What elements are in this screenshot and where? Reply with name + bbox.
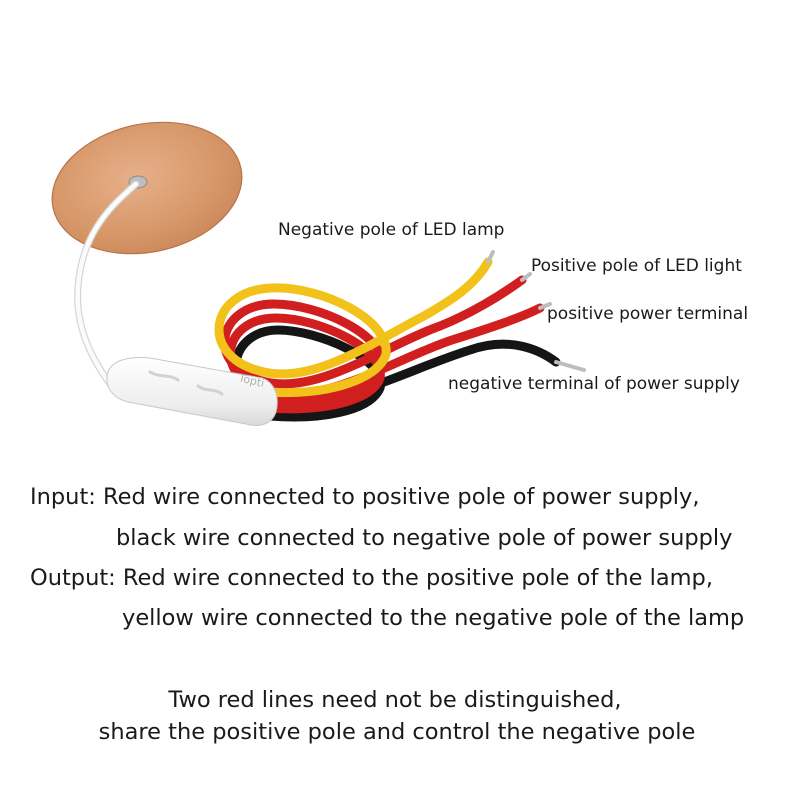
yellow-wire [214, 257, 493, 398]
note-line-2: share the positive pole and control the … [98, 719, 696, 745]
label-negative-power-terminal: negative terminal of power supply [448, 374, 740, 394]
input-instruction-line-2: black wire connected to negative pole of… [116, 525, 733, 551]
output-instruction-line-1: Output: Red wire connected to the positi… [30, 565, 713, 591]
input-instruction-line-1: Input: Red wire connected to positive po… [30, 484, 700, 510]
ribbon-cable [214, 257, 561, 422]
note-line-1: Two red lines need not be distinguished, [168, 687, 622, 713]
copper-disc-icon [51, 121, 243, 255]
label-positive-power-terminal: positive power terminal [547, 304, 749, 324]
label-positive-led-pole: Positive pole of LED light [531, 256, 742, 276]
label-negative-led-pole: Negative pole of LED lamp [278, 220, 505, 240]
module-print-text: Topti [236, 371, 265, 390]
sensor-illustration: Topti [51, 121, 586, 426]
control-module-icon: Topti [106, 357, 278, 426]
output-instruction-line-2: yellow wire connected to the negative po… [122, 605, 745, 631]
wire-tips [486, 250, 586, 372]
